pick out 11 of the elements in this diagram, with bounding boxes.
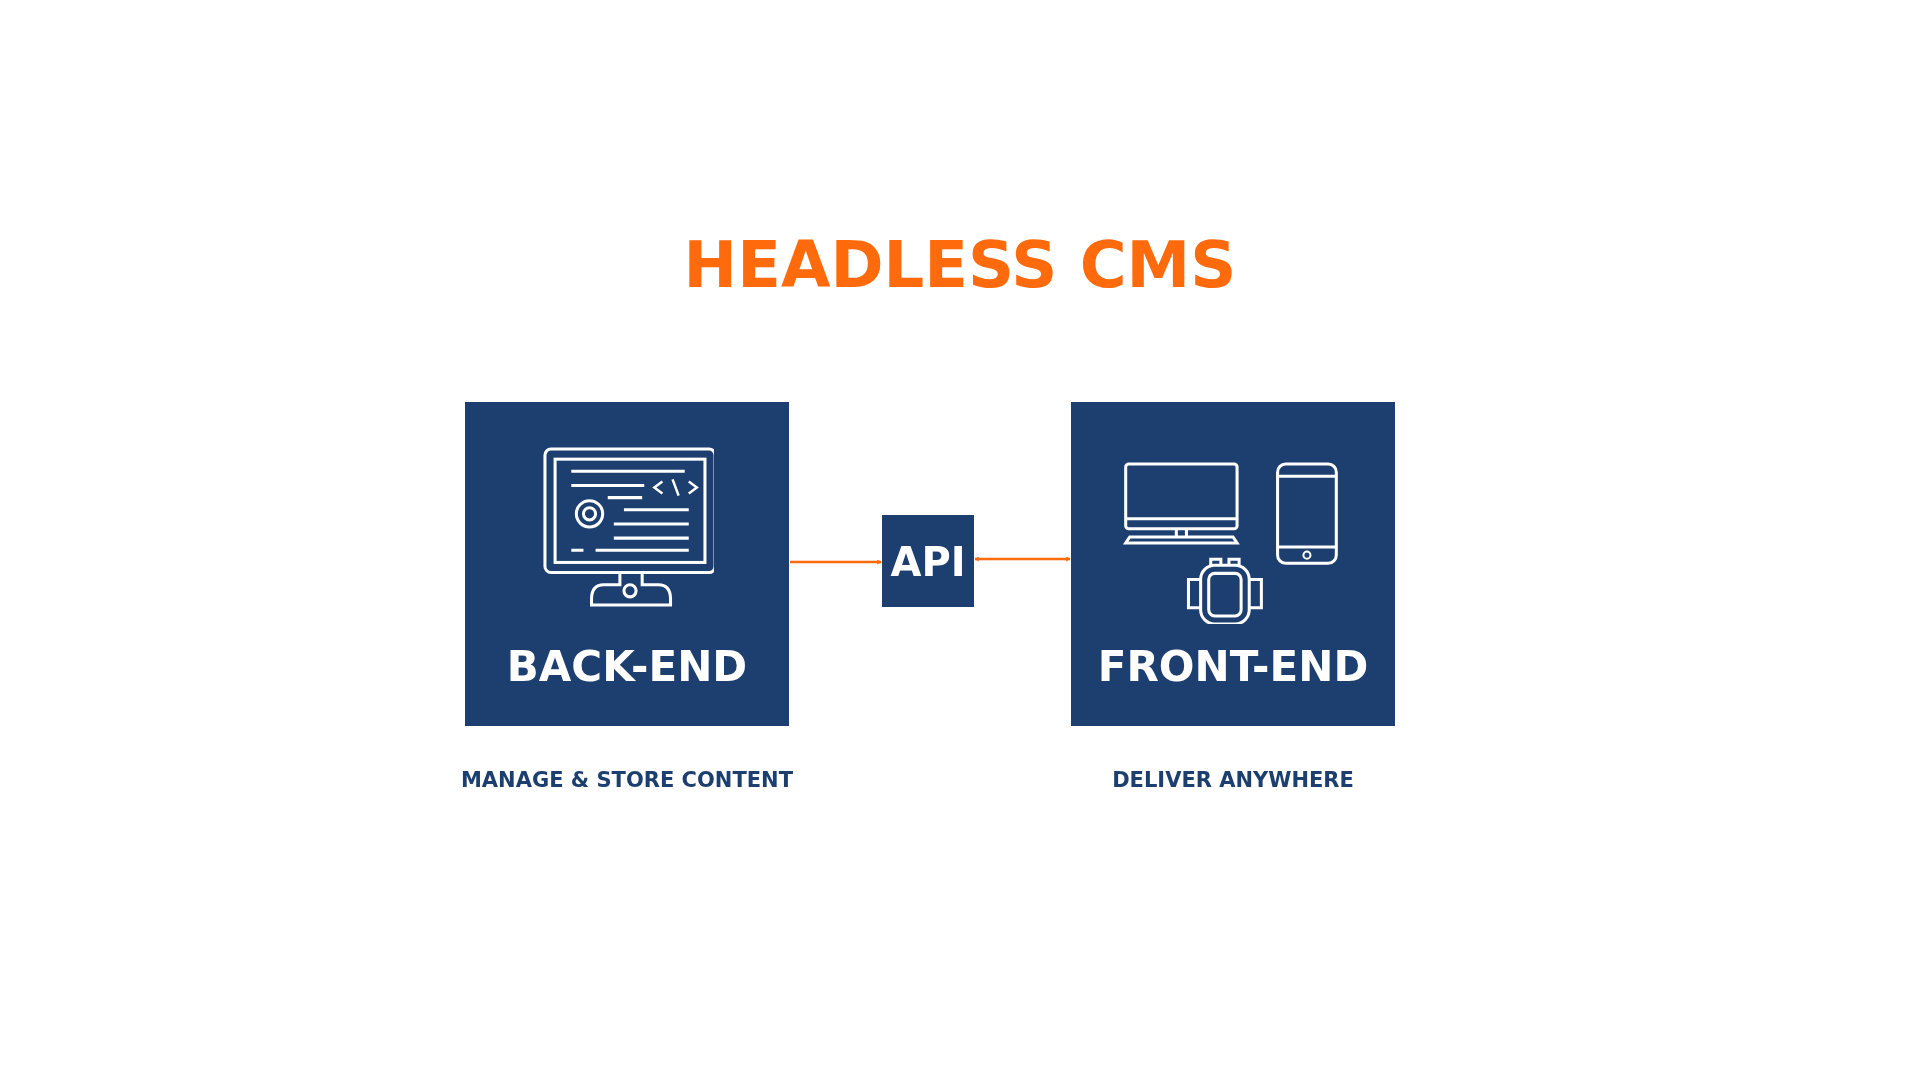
arrow bbox=[790, 559, 882, 565]
api-box bbox=[882, 515, 974, 607]
caption-text: DELIVER ANYWHERE bbox=[1111, 768, 1355, 792]
component-box bbox=[465, 402, 789, 726]
node-label: API bbox=[889, 539, 967, 585]
arrow bbox=[974, 556, 1071, 562]
diagram-title: HEADLESS CMS bbox=[682, 228, 1238, 302]
component-box bbox=[1071, 402, 1395, 726]
caption-text: MANAGE & STORE CONTENT bbox=[459, 768, 794, 792]
node-label: FRONT-END bbox=[1096, 642, 1370, 691]
node-label: BACK-END bbox=[505, 642, 749, 691]
